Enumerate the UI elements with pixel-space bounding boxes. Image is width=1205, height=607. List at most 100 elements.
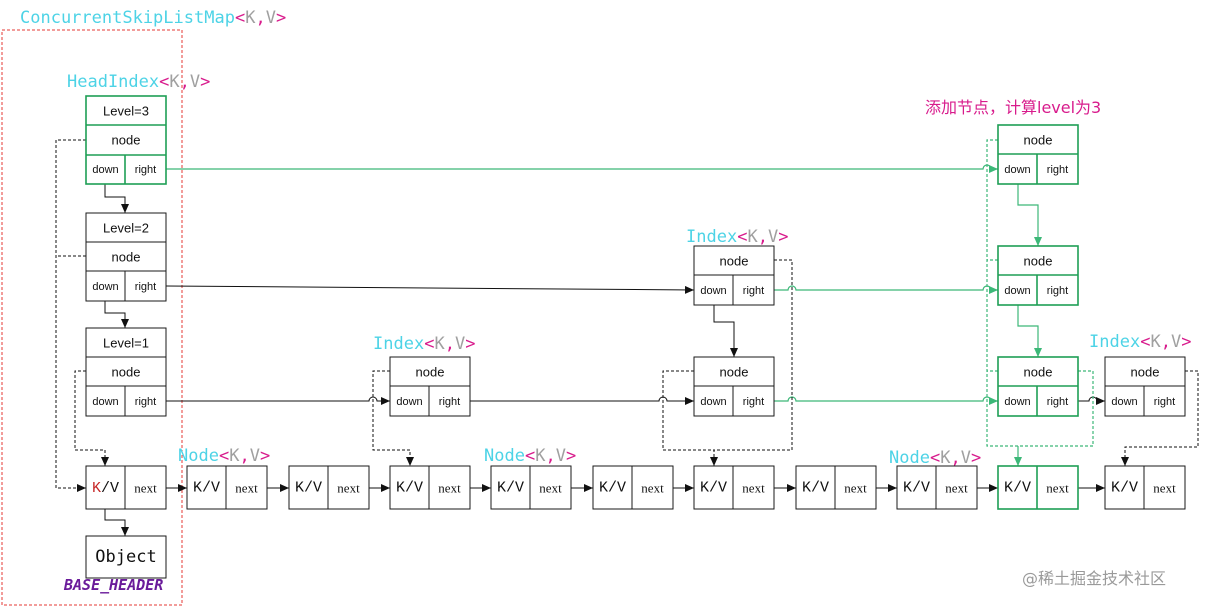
index-node-a: node down right	[389, 356, 471, 417]
down-field: down	[92, 281, 118, 293]
level-field: Level=1	[103, 336, 149, 351]
key-value-field: K/V	[295, 480, 322, 497]
generic-lt: <	[525, 446, 535, 466]
node-label: Node<K,V>	[889, 448, 981, 468]
down-field: down	[1004, 285, 1030, 297]
down-pointer-new-level-3	[1017, 184, 1042, 246]
node-field: node	[720, 365, 749, 380]
node-field: node	[1131, 365, 1160, 380]
generic-lt: <	[424, 334, 434, 354]
new-index-level-1: node down right	[997, 356, 1079, 417]
key-value-field: K/V	[802, 480, 829, 497]
node-pointer-head-level-1	[74, 370, 109, 466]
node-pointer-head-level-3	[55, 139, 86, 492]
generic-gt: >	[260, 446, 270, 466]
generic-v: V	[455, 334, 465, 354]
next-field: next	[134, 481, 157, 496]
new-index-level-2: node down right	[997, 245, 1079, 306]
node-box	[186, 465, 268, 510]
type-name: Index	[1089, 332, 1140, 352]
right-pointer-new-level-1	[1078, 396, 1105, 405]
type-name: Node	[484, 446, 525, 466]
generic-v: V	[250, 446, 260, 466]
right-field: right	[1047, 396, 1068, 408]
generic-k: K	[940, 448, 951, 468]
node-pointer-index-c	[662, 370, 714, 451]
generic-gt: >	[1181, 332, 1191, 352]
right-pointer-level-2	[165, 285, 695, 294]
generic-v: V	[768, 227, 778, 247]
data-node: K/V next	[693, 465, 775, 510]
right-pointer-index-a	[470, 396, 694, 405]
node-field: node	[1024, 133, 1053, 148]
next-field: next	[844, 481, 867, 496]
generic-v: V	[266, 8, 276, 28]
index-node-b: node down right	[693, 245, 775, 306]
head-index-label: HeadIndex<K,V>	[67, 72, 210, 92]
new-index-level-3: node down right	[997, 124, 1079, 185]
generic-comma: ,	[255, 8, 265, 28]
node-label: Node<K,V>	[178, 446, 270, 466]
generic-k: K	[535, 446, 546, 466]
down-pointer-new-level-2	[1017, 305, 1042, 357]
node-field: node	[112, 133, 141, 148]
key-k: K	[92, 480, 101, 497]
down-field: down	[700, 396, 726, 408]
next-field: next	[641, 481, 664, 496]
value-pointer-object	[104, 509, 129, 536]
generic-gt: >	[276, 8, 286, 28]
head-index-level-3: Level=3 node down right	[85, 95, 167, 185]
data-node: K/V next	[186, 465, 268, 510]
generic-k: K	[169, 72, 180, 92]
down-pointer-index-b	[713, 305, 738, 357]
down-pointer-level-2	[104, 301, 129, 328]
down-pointer-level-3	[104, 184, 129, 213]
down-field: down	[92, 164, 118, 176]
node-box	[795, 465, 877, 510]
generic-gt: >	[465, 334, 475, 354]
right-pointer-level-3	[166, 164, 998, 173]
data-node: K/V next	[389, 465, 471, 510]
data-node: K/V next	[288, 465, 370, 510]
key-value-field: K/V	[599, 480, 626, 497]
right-field: right	[439, 396, 460, 408]
right-pointer-level-1	[166, 396, 390, 405]
generic-comma: ,	[445, 334, 455, 354]
node-field: node	[720, 254, 749, 269]
index-node-d: node down right	[1104, 356, 1186, 417]
node-box	[1104, 465, 1186, 510]
key-value-field: K/V	[92, 480, 119, 497]
next-field: next	[337, 481, 360, 496]
next-field: next	[438, 481, 461, 496]
node-pointer-index-a	[372, 370, 414, 466]
next-field: next	[235, 481, 258, 496]
title-name: ConcurrentSkipListMap	[20, 8, 235, 28]
key-rest: /V	[101, 480, 119, 497]
generic-k: K	[747, 227, 758, 247]
generic-gt: >	[778, 227, 788, 247]
right-field: right	[135, 164, 156, 176]
key-value-field: K/V	[193, 480, 220, 497]
type-name: Index	[686, 227, 737, 247]
node-box	[592, 465, 674, 510]
index-label: Index<K,V>	[686, 227, 788, 247]
key-value-field: K/V	[700, 480, 727, 497]
object-box	[85, 535, 167, 579]
generic-k: K	[434, 334, 445, 354]
next-field: next	[539, 481, 562, 496]
data-node: K/V next	[490, 465, 572, 510]
down-field: down	[92, 396, 118, 408]
next-field: next	[1046, 481, 1069, 496]
index-node-c: node down right	[693, 356, 775, 417]
key-value-field: K/V	[396, 480, 423, 497]
head-index-box	[85, 327, 167, 417]
type-name: HeadIndex	[67, 72, 159, 92]
node-box	[288, 465, 370, 510]
generic-comma: ,	[950, 448, 960, 468]
base-header-label: BASE_HEADER	[63, 576, 163, 594]
key-value-field: K/V	[497, 480, 524, 497]
key-value-field: K/V	[1111, 480, 1138, 497]
generic-k: K	[1150, 332, 1161, 352]
node-box	[997, 465, 1079, 510]
type-name: Node	[178, 446, 219, 466]
